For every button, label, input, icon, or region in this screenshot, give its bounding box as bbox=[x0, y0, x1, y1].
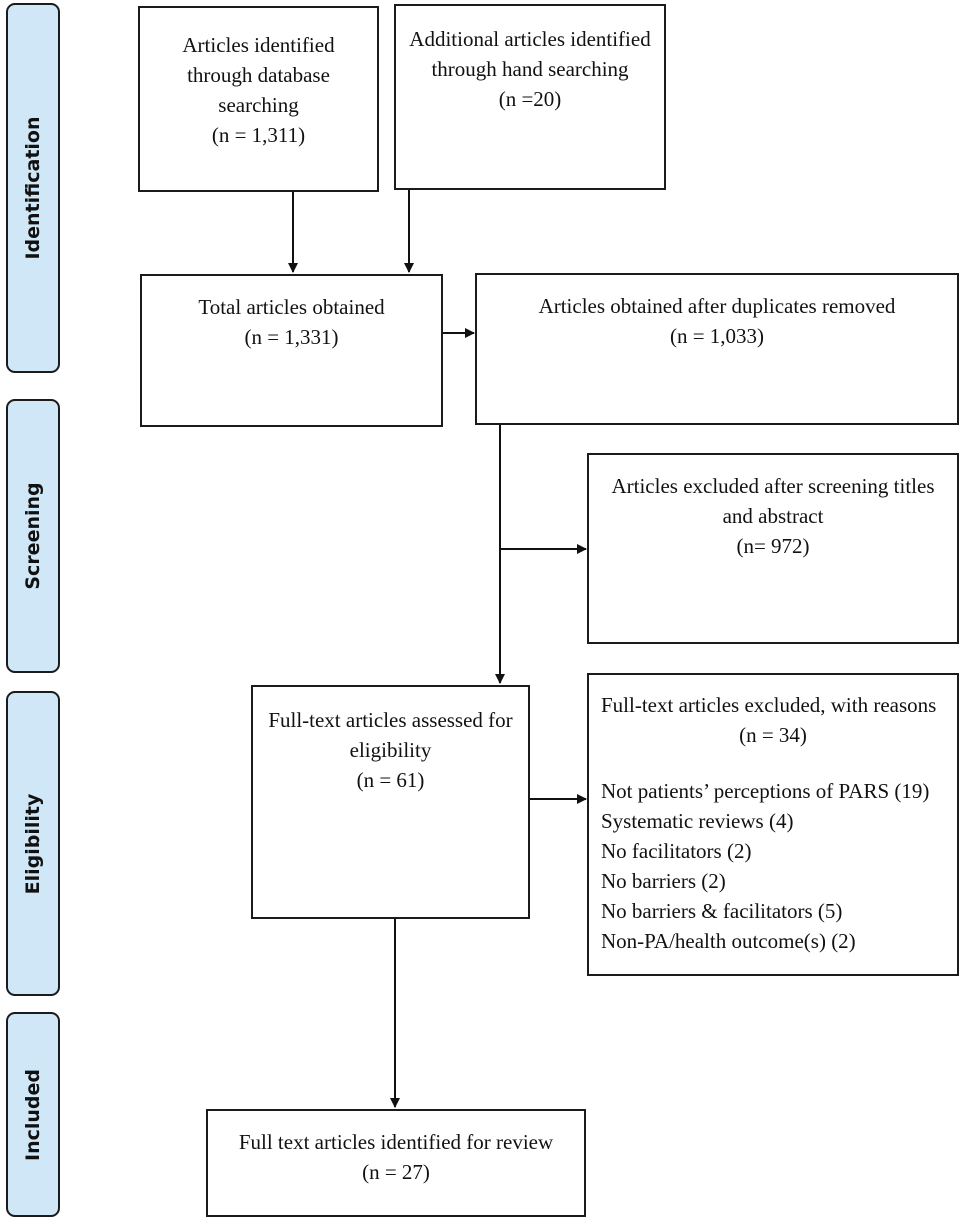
stage-included: Included bbox=[6, 1012, 60, 1217]
hand-search-line-2: through hand searching bbox=[431, 57, 629, 81]
included-line-1: Full text articles identified for review bbox=[238, 1130, 554, 1154]
database-line-3: searching bbox=[218, 93, 299, 117]
total-line-1: Total articles obtained bbox=[198, 295, 385, 319]
reason-item: Non-PA/health outcome(s) (2) bbox=[601, 929, 856, 953]
fulltext-line-2: eligibility bbox=[349, 738, 432, 762]
dedup-count: (n = 1,033) bbox=[669, 324, 765, 348]
total-count: (n = 1,331) bbox=[244, 325, 339, 349]
fulltext-line-1: Full-text articles assessed for bbox=[268, 708, 513, 732]
database-line-2: through database bbox=[187, 63, 330, 87]
reason-item: No facilitators (2) bbox=[601, 839, 752, 863]
screening-excluded-line-2: and abstract bbox=[722, 504, 824, 528]
database-count: (n = 1,311) bbox=[211, 123, 306, 147]
fulltext-excluded-heading: Full-text articles excluded, with reason… bbox=[601, 693, 937, 717]
duplicates-removed-box: Articles obtained after duplicates remov… bbox=[475, 273, 959, 425]
total-articles-box: Total articles obtained (n = 1,331) bbox=[140, 274, 443, 427]
fulltext-excluded-count: (n = 34) bbox=[739, 723, 807, 747]
database-line-1: Articles identified bbox=[182, 33, 335, 57]
fulltext-excluded-box: Full-text articles excluded, with reason… bbox=[587, 673, 959, 976]
reason-item: No barriers & facilitators (5) bbox=[601, 899, 843, 923]
screening-excluded-line-1: Articles excluded after screening titles bbox=[611, 474, 935, 498]
included-count: (n = 27) bbox=[362, 1160, 430, 1184]
hand-search-box: Additional articles identified through h… bbox=[394, 4, 666, 190]
reason-item: No barriers (2) bbox=[601, 869, 726, 893]
hand-search-count: (n =20) bbox=[498, 87, 562, 111]
database-search-box: Articles identified through database sea… bbox=[138, 6, 379, 192]
stage-eligibility: Eligibility bbox=[6, 691, 60, 996]
screening-excluded-box: Articles excluded after screening titles… bbox=[587, 453, 959, 644]
hand-search-line-1: Additional articles identified bbox=[409, 27, 651, 51]
reason-item: Systematic reviews (4) bbox=[601, 809, 794, 833]
reason-item: Not patients’ perceptions of PARS (19) bbox=[601, 779, 930, 803]
fulltext-assessed-box: Full-text articles assessed for eligibil… bbox=[251, 685, 530, 919]
dedup-line-1: Articles obtained after duplicates remov… bbox=[538, 294, 896, 318]
fulltext-count: (n = 61) bbox=[356, 768, 425, 792]
stage-screening: Screening bbox=[6, 399, 60, 673]
screening-excluded-count: (n= 972) bbox=[736, 534, 810, 558]
included-box: Full text articles identified for review… bbox=[206, 1109, 586, 1217]
stage-identification: Identification bbox=[6, 3, 60, 373]
